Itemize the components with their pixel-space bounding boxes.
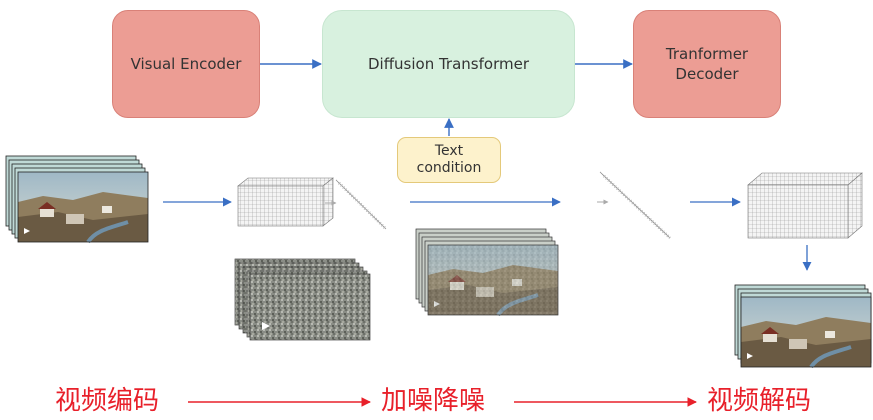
stage-label-video-decoding: 视频解码 <box>707 386 812 416</box>
diffusion-transformer-block: Diffusion Transformer <box>322 10 575 118</box>
visual-encoder-block: Visual Encoder <box>112 10 260 118</box>
output-latent-cube-icon <box>747 172 863 239</box>
noise-frames-icon <box>234 258 371 341</box>
output-video-frames-icon <box>734 284 873 369</box>
denoised-token-sequence-icon <box>599 171 672 240</box>
transformer-decoder-block: Tranformer Decoder <box>633 10 781 118</box>
partially-denoised-frames-icon <box>415 228 560 317</box>
text-condition-block: Text condition <box>397 137 501 183</box>
latent-cube-icon <box>237 177 334 227</box>
stage-label-video-encoding: 视频编码 <box>55 386 160 416</box>
play-icon <box>262 322 270 330</box>
latent-token-sequence-icon <box>335 179 388 231</box>
stage-label-noise-denoise: 加噪降噪 <box>381 386 486 416</box>
input-video-frames-icon <box>5 155 150 244</box>
